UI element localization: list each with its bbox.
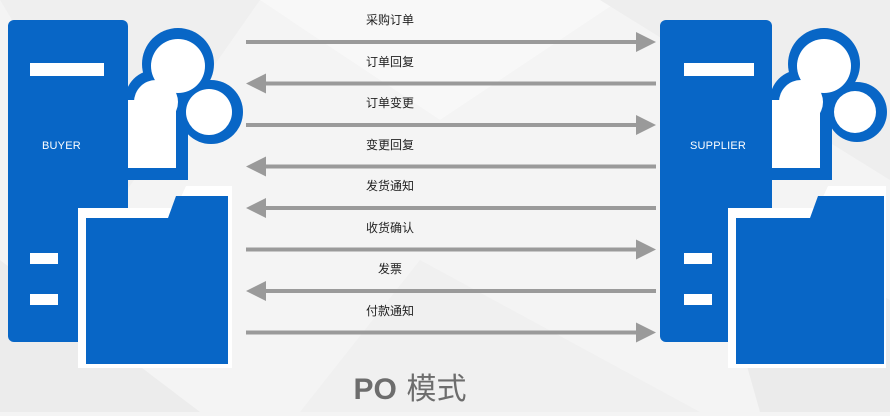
- message-label: 收货确认: [365, 220, 414, 235]
- message-label: 订单回复: [365, 54, 414, 69]
- message-label: 采购订单: [365, 13, 414, 27]
- message-arrow: [246, 156, 656, 177]
- message-arrow: [246, 32, 656, 52]
- message-arrow: [246, 198, 656, 218]
- title-latin: PO: [353, 373, 397, 406]
- message-label: 发货通知: [365, 179, 414, 193]
- title-cjk: 模式: [406, 372, 467, 407]
- message-label: 变更回复: [365, 137, 414, 152]
- message-arrow: [246, 281, 656, 301]
- message-arrow: [246, 73, 656, 94]
- message-label: 发票: [377, 262, 402, 276]
- message-label: 付款通知: [365, 303, 414, 318]
- message-arrow: [246, 322, 656, 343]
- message-arrow: [246, 239, 656, 260]
- page-title: PO 模式: [330, 370, 490, 410]
- message-arrow: [246, 115, 656, 135]
- message-label: 订单变更: [365, 96, 414, 110]
